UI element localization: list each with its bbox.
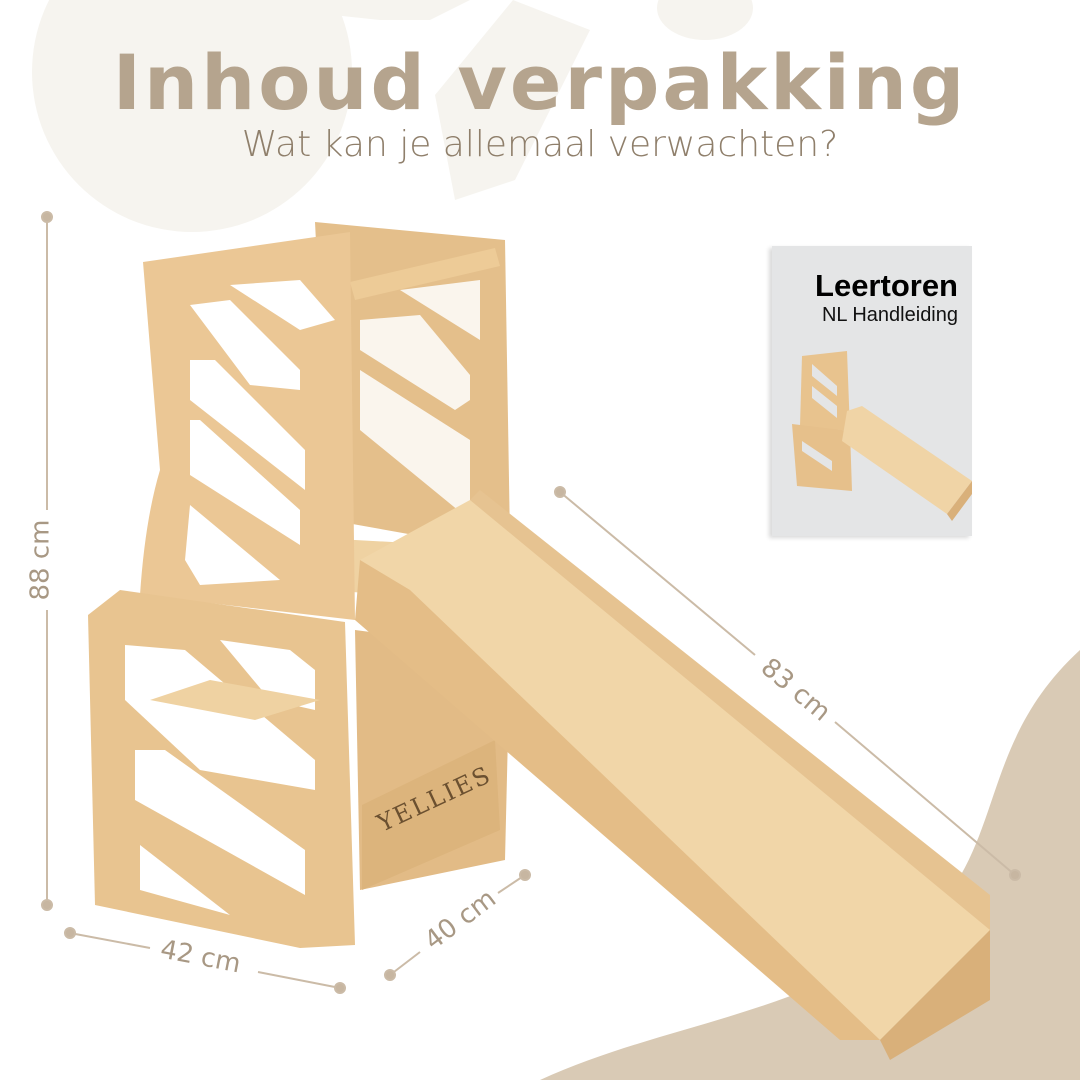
bg-shape <box>657 0 753 40</box>
product-image-learning-tower <box>88 222 990 1060</box>
page-subtitle: Wat kan je allemaal verwachten? <box>241 124 839 165</box>
manual-product-image <box>792 351 972 521</box>
manual-title: Leertoren <box>815 268 958 303</box>
bg-circle <box>32 0 352 232</box>
manual-subtitle: NL Handleiding <box>821 304 958 326</box>
dimension-lines <box>41 211 1021 994</box>
height-dimension-label: 88 cm <box>25 519 56 601</box>
bg-shape <box>435 0 590 200</box>
manual-booklet: Leertoren NL Handleiding <box>772 246 972 536</box>
page-title: Inhoud verpakking <box>112 38 968 127</box>
bg-shape <box>192 0 470 20</box>
